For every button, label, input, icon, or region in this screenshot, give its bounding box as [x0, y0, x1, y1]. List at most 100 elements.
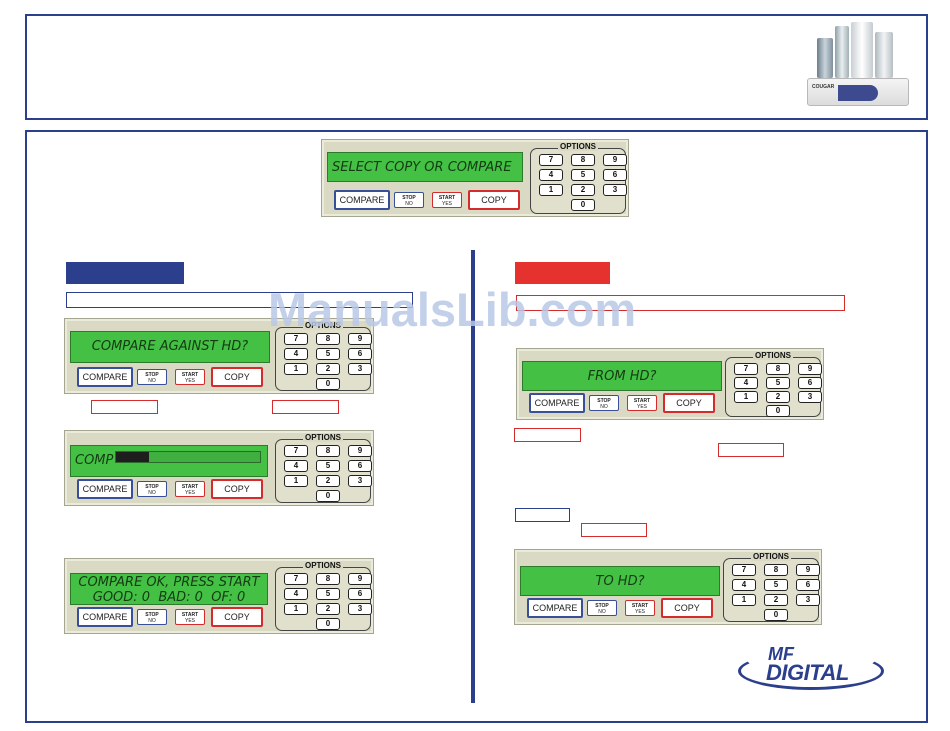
options-title: OPTIONS — [276, 561, 370, 570]
keypad-key-1[interactable]: 1 — [734, 391, 758, 403]
copy-button-label: COPY — [224, 612, 250, 622]
copy-button[interactable]: COPY — [211, 607, 263, 627]
keypad-key-9[interactable]: 9 — [603, 154, 627, 166]
keypad-key-2[interactable]: 2 — [571, 184, 595, 196]
keypad-key-9[interactable]: 9 — [798, 363, 822, 375]
keypad-key-3[interactable]: 3 — [603, 184, 627, 196]
copy-button[interactable]: COPY — [211, 479, 263, 499]
keypad-key-7[interactable]: 7 — [284, 445, 308, 457]
keypad-key-0[interactable]: 0 — [766, 405, 790, 417]
keypad-key-0[interactable]: 0 — [316, 490, 340, 502]
keypad-key-3[interactable]: 3 — [798, 391, 822, 403]
keypad-key-3[interactable]: 3 — [796, 594, 820, 606]
keypad-key-5[interactable]: 5 — [766, 377, 790, 389]
keypad-key-5[interactable]: 5 — [571, 169, 595, 181]
compare-button[interactable]: COMPARE — [77, 367, 133, 387]
keypad-key-5[interactable]: 5 — [764, 579, 788, 591]
keypad-key-7[interactable]: 7 — [732, 564, 756, 576]
keypad-key-4[interactable]: 4 — [284, 588, 308, 600]
keypad-key-1[interactable]: 1 — [284, 475, 308, 487]
start-yes-button-label-top: START — [631, 603, 649, 609]
keypad-key-8[interactable]: 8 — [316, 445, 340, 457]
copy-button[interactable]: COPY — [661, 598, 713, 618]
copy-button[interactable]: COPY — [468, 190, 520, 210]
stop-no-button-label-bottom: NO — [148, 378, 156, 384]
keypad-key-6[interactable]: 6 — [603, 169, 627, 181]
keypad-key-8[interactable]: 8 — [571, 154, 595, 166]
keypad-key-9[interactable]: 9 — [348, 445, 372, 457]
keypad-key-5[interactable]: 5 — [316, 588, 340, 600]
keypad-key-7[interactable]: 7 — [284, 333, 308, 345]
compare-button[interactable]: COMPARE — [77, 479, 133, 499]
compare-button-label: COMPARE — [534, 398, 580, 408]
keypad-key-2[interactable]: 2 — [316, 363, 340, 375]
stop-no-button-label-top: STOP — [402, 195, 416, 201]
keypad-key-6[interactable]: 6 — [348, 348, 372, 360]
keypad-key-3[interactable]: 3 — [348, 475, 372, 487]
keypad-key-8[interactable]: 8 — [766, 363, 790, 375]
keypad-key-4[interactable]: 4 — [732, 579, 756, 591]
keypad-key-0[interactable]: 0 — [764, 609, 788, 621]
keypad-key-5[interactable]: 5 — [316, 460, 340, 472]
logo-swoosh — [738, 652, 884, 690]
keypad-key-7[interactable]: 7 — [734, 363, 758, 375]
product-base: COUGAR — [807, 78, 909, 106]
keypad-key-9[interactable]: 9 — [796, 564, 820, 576]
keypad-key-7[interactable]: 7 — [539, 154, 563, 166]
compare-button[interactable]: COMPARE — [529, 393, 585, 413]
keypad-key-4[interactable]: 4 — [539, 169, 563, 181]
keypad-key-2[interactable]: 2 — [316, 475, 340, 487]
keypad-key-6[interactable]: 6 — [348, 460, 372, 472]
keypad-key-4[interactable]: 4 — [734, 377, 758, 389]
keypad-key-4[interactable]: 4 — [284, 348, 308, 360]
keypad-key-1[interactable]: 1 — [732, 594, 756, 606]
callout-box — [272, 400, 339, 414]
stop-no-button-label-top: STOP — [145, 372, 159, 378]
compare-button[interactable]: COMPARE — [527, 598, 583, 618]
keypad-key-7[interactable]: 7 — [284, 573, 308, 585]
copy-button[interactable]: COPY — [211, 367, 263, 387]
compare-heading-box — [66, 292, 413, 308]
keypad-key-0[interactable]: 0 — [316, 618, 340, 630]
keypad-key-1[interactable]: 1 — [284, 603, 308, 615]
compare-button[interactable]: COMPARE — [77, 607, 133, 627]
keypad-key-6[interactable]: 6 — [348, 588, 372, 600]
keypad-key-2[interactable]: 2 — [764, 594, 788, 606]
keypad-key-9[interactable]: 9 — [348, 333, 372, 345]
callout-box — [514, 428, 581, 442]
options-label: OPTIONS — [302, 321, 343, 330]
keypad-key-8[interactable]: 8 — [764, 564, 788, 576]
lcd-line: SELECT COPY OR COMPARE — [332, 160, 512, 175]
keypad-key-5[interactable]: 5 — [316, 348, 340, 360]
compare-button[interactable]: COMPARE — [334, 190, 390, 210]
keypad-key-1[interactable]: 1 — [539, 184, 563, 196]
keypad-key-0[interactable]: 0 — [316, 378, 340, 390]
keypad-key-4[interactable]: 4 — [284, 460, 308, 472]
keypad-key-6[interactable]: 6 — [798, 377, 822, 389]
keypad-key-3[interactable]: 3 — [348, 603, 372, 615]
keypad-key-3[interactable]: 3 — [348, 363, 372, 375]
keypad-key-9[interactable]: 9 — [348, 573, 372, 585]
keypad-key-0[interactable]: 0 — [571, 199, 595, 211]
keypad-key-8[interactable]: 8 — [316, 333, 340, 345]
lcd-line: FROM HD? — [587, 369, 657, 384]
product-label: COUGAR — [812, 84, 835, 90]
copy-button[interactable]: COPY — [663, 393, 715, 413]
keypad-key-2[interactable]: 2 — [316, 603, 340, 615]
keypad-key-1[interactable]: 1 — [284, 363, 308, 375]
keypad-key-2[interactable]: 2 — [766, 391, 790, 403]
keypad-key-8[interactable]: 8 — [316, 573, 340, 585]
keypad-key-6[interactable]: 6 — [796, 579, 820, 591]
